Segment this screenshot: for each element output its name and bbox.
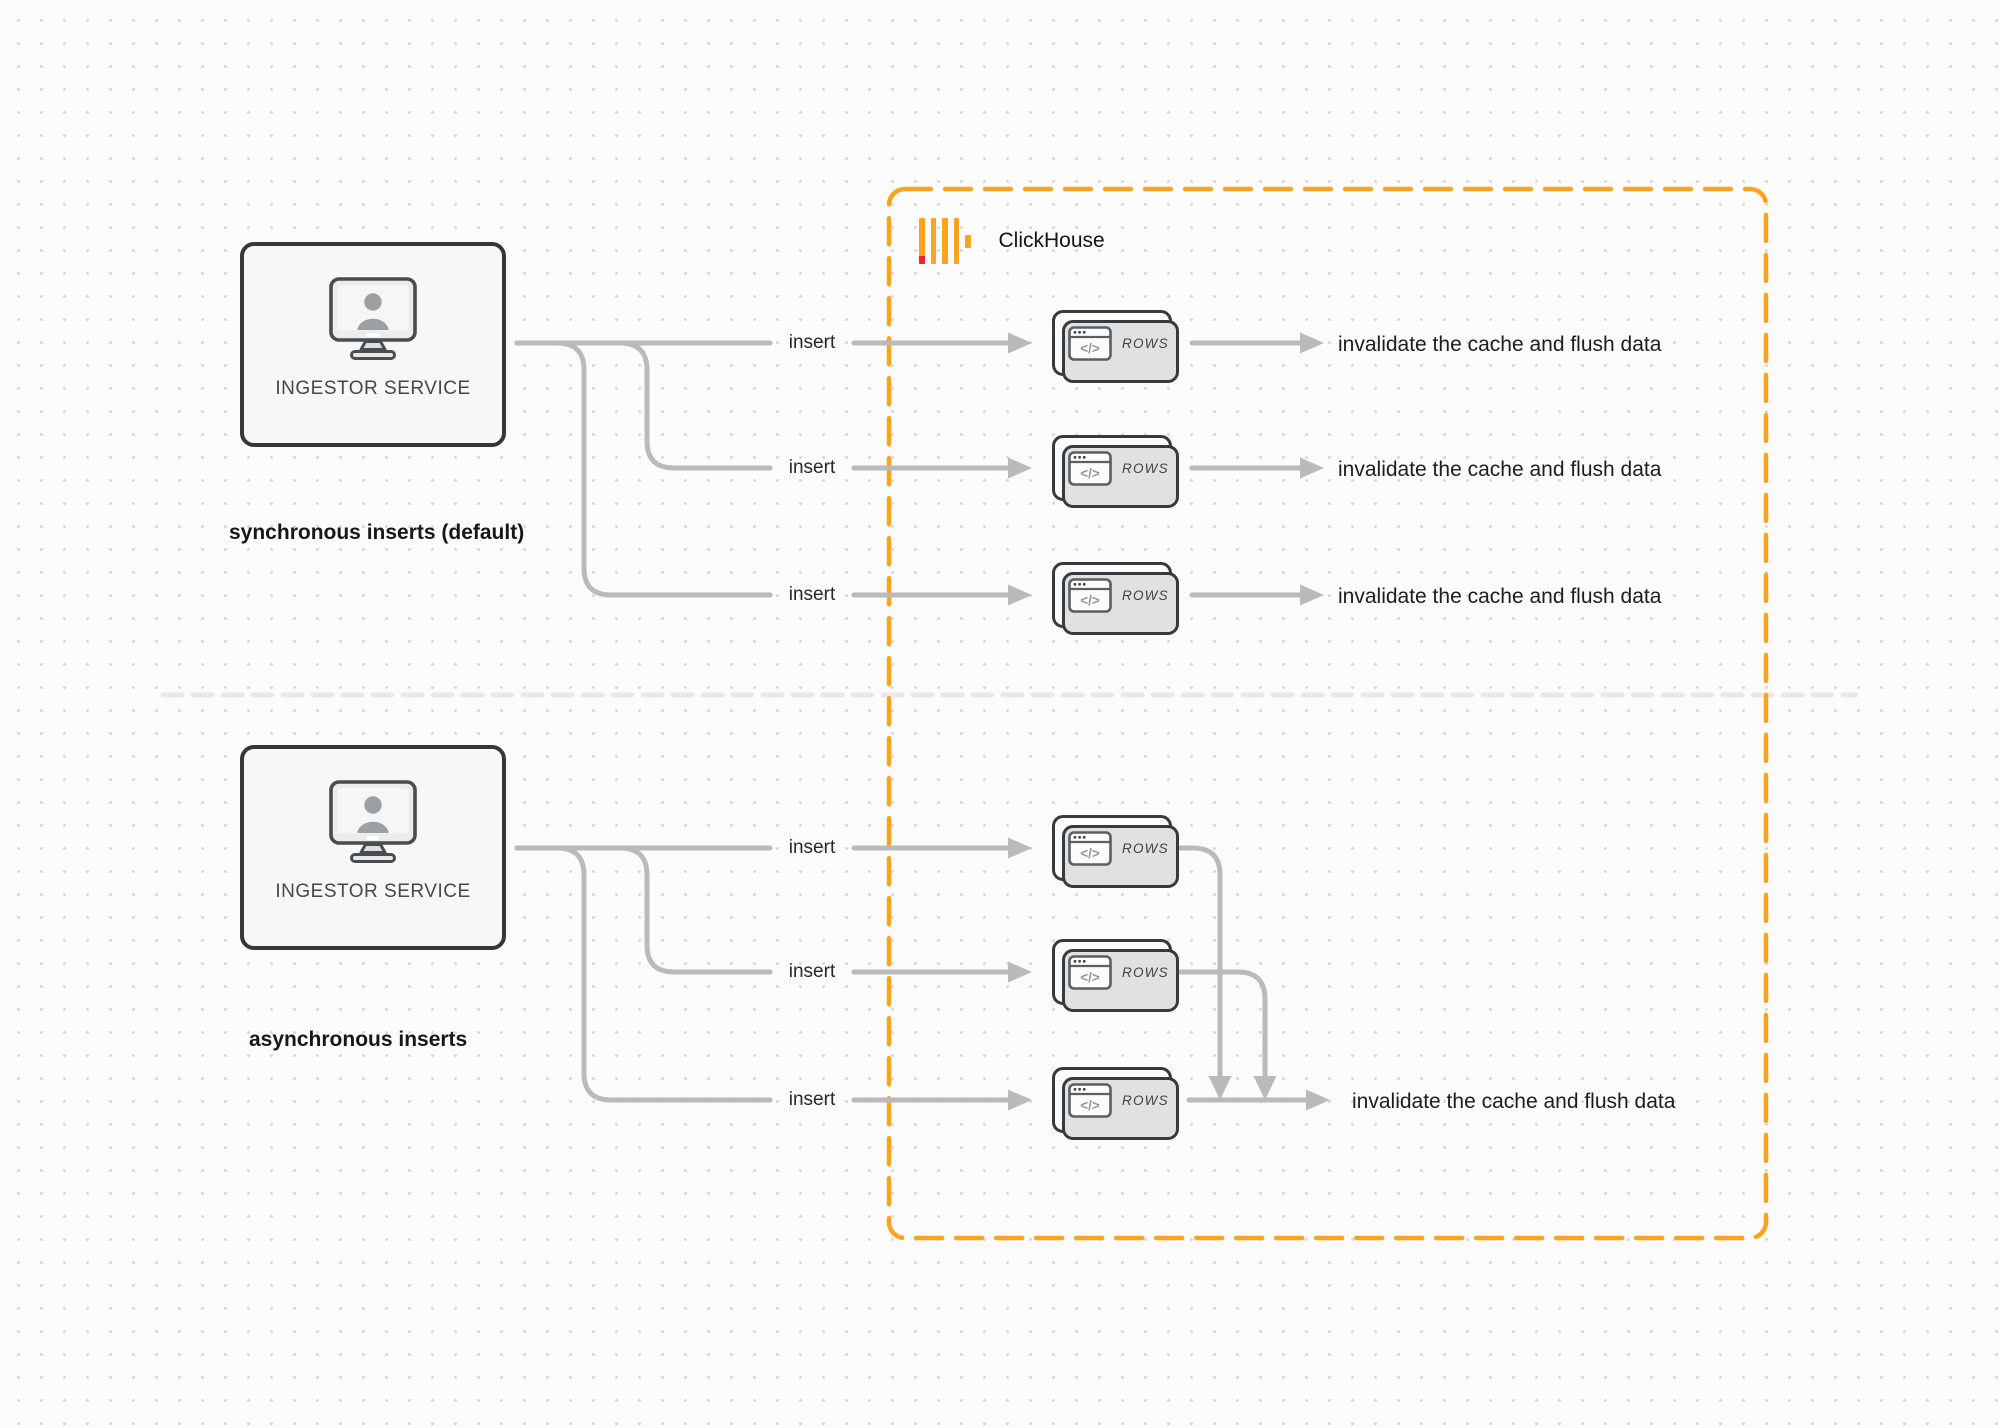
ingestor-service-label: INGESTOR SERVICE: [275, 378, 471, 399]
sync-wires: [514, 340, 1303, 598]
svg-text:</>: </>: [1080, 593, 1100, 608]
clickhouse-brand: ClickHouse: [919, 217, 1105, 265]
result-label: invalidate the cache and flush data: [1338, 458, 1662, 481]
rows-card: </> ROWS: [1052, 310, 1179, 383]
logo-bar: [942, 218, 948, 264]
insert-label: insert: [788, 1089, 836, 1110]
logo-bar-short: [965, 234, 971, 248]
insert-label: insert: [788, 457, 836, 478]
monitor-user-icon: [329, 277, 417, 360]
code-window-icon: </>: [1068, 954, 1112, 990]
logo-bar: [930, 218, 936, 264]
svg-text:</>: </>: [1080, 466, 1100, 481]
sync-caption: synchronous inserts (default): [229, 521, 525, 544]
code-window-icon: </>: [1068, 577, 1112, 613]
insert-label: insert: [788, 837, 836, 858]
logo-bar: [953, 218, 959, 264]
rows-card: </> ROWS: [1052, 939, 1179, 1012]
monitor-user-icon: [329, 780, 417, 863]
insert-label: insert: [788, 584, 836, 605]
code-window-icon: </>: [1068, 1082, 1112, 1118]
rows-card-label: ROWS: [1122, 335, 1169, 351]
rows-card: </> ROWS: [1052, 435, 1179, 508]
rows-card: </> ROWS: [1052, 562, 1179, 635]
logo-bar: [919, 218, 925, 264]
rows-card: </> ROWS: [1052, 1067, 1179, 1140]
insert-label: insert: [788, 961, 836, 982]
svg-text:</>: </>: [1080, 846, 1100, 861]
rows-card-label: ROWS: [1122, 460, 1169, 476]
clickhouse-bars-icon: [919, 218, 971, 264]
result-label: invalidate the cache and flush data: [1338, 585, 1662, 608]
svg-text:</>: </>: [1080, 970, 1100, 985]
svg-text:</>: </>: [1080, 1098, 1100, 1113]
ingestor-service-node-async: INGESTOR SERVICE: [240, 745, 506, 950]
code-window-icon: </>: [1068, 325, 1112, 361]
ingestor-service-label: INGESTOR SERVICE: [275, 881, 471, 902]
async-wires: [514, 845, 1309, 1103]
ingestor-service-node-sync: INGESTOR SERVICE: [240, 242, 506, 447]
result-label: invalidate the cache and flush data: [1352, 1090, 1676, 1113]
clickhouse-brand-label: ClickHouse: [998, 229, 1105, 252]
rows-card: </> ROWS: [1052, 815, 1179, 888]
svg-text:</>: </>: [1080, 341, 1100, 356]
async-caption: asynchronous inserts: [249, 1028, 468, 1051]
rows-card-label: ROWS: [1122, 840, 1169, 856]
insert-label: insert: [788, 332, 836, 353]
rows-card-label: ROWS: [1122, 587, 1169, 603]
rows-card-label: ROWS: [1122, 964, 1169, 980]
code-window-icon: </>: [1068, 830, 1112, 866]
rows-card-label: ROWS: [1122, 1092, 1169, 1108]
code-window-icon: </>: [1068, 450, 1112, 486]
result-label: invalidate the cache and flush data: [1338, 333, 1662, 356]
